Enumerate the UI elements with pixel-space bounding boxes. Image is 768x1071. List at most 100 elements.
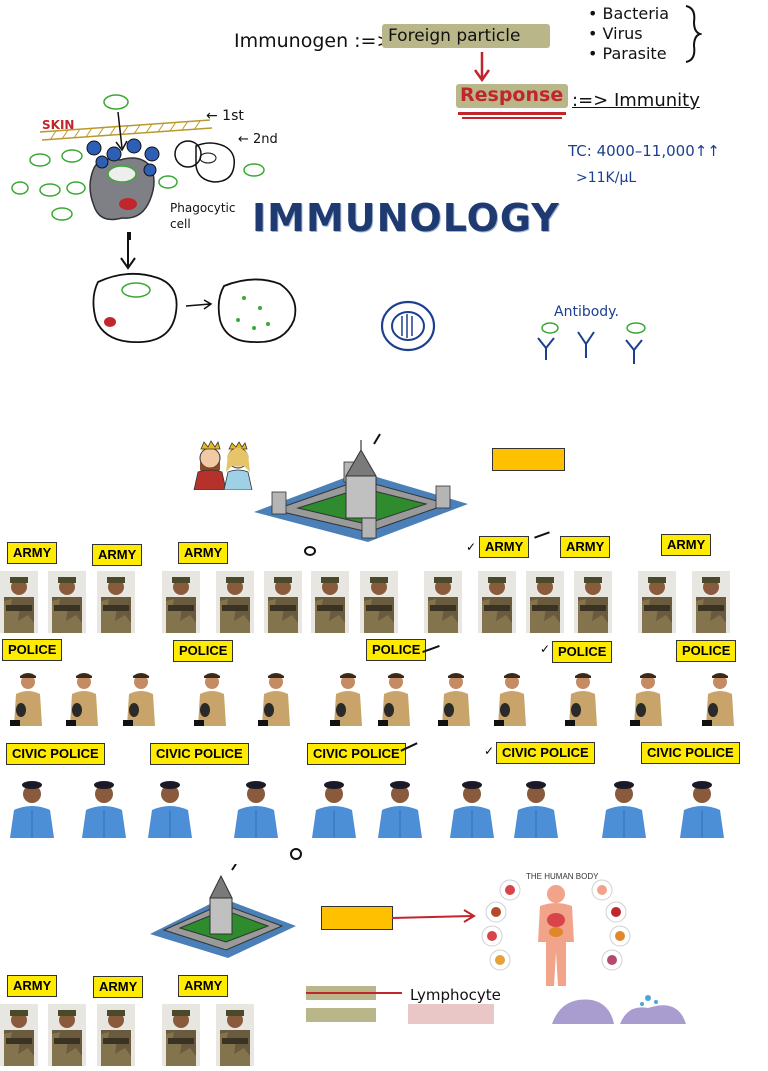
castle-marker-dot [304, 546, 316, 556]
civic-police-tag: CIVIC POLICE [6, 743, 105, 765]
army-tag: ARMY [92, 544, 143, 566]
check-mark: ✓ [466, 540, 477, 554]
civic-police-figure [600, 776, 648, 838]
civic-police-tag: CIVIC POLICE [150, 743, 249, 765]
civic-police-figure [8, 776, 56, 838]
pathogen-list-bacteria: • Bacteria [588, 4, 670, 23]
police-officer-figure [256, 666, 296, 728]
police-tag: POLICE [676, 640, 737, 662]
list-brace [685, 5, 702, 63]
police-tag: POLICE [173, 640, 234, 662]
police-officer-figure [64, 666, 104, 728]
police-officer-figure [328, 666, 368, 728]
soldier-figure [264, 571, 302, 633]
digestion-illustration [92, 272, 297, 343]
army-tag: ARMY [93, 976, 144, 998]
civic-police-figure [678, 776, 726, 838]
soldier-figure [424, 571, 462, 633]
king-queen-illustration [193, 440, 253, 490]
skin-barrier-illustration [11, 94, 265, 240]
civic-police-figure [232, 776, 280, 838]
soldier-figure [0, 571, 38, 633]
soldier-figure [478, 571, 516, 633]
police-tag: POLICE [2, 639, 63, 661]
second-line-label: ← 2nd [238, 132, 278, 147]
civic-police-figure [448, 776, 496, 838]
police-officer-figure [8, 666, 48, 728]
strike-line [306, 992, 402, 994]
foreign-particle-note: Foreign particle [388, 26, 521, 46]
antibody-label: Antibody. [554, 304, 619, 320]
human-body-illustration [481, 879, 631, 986]
soldier-figure [574, 571, 612, 633]
pathogen-list-parasite: • Parasite [588, 44, 667, 63]
civic-police-figure [376, 776, 424, 838]
arrow-to-human-body [392, 909, 476, 923]
soldier-figure [526, 571, 564, 633]
police-officer-figure [700, 666, 740, 728]
soldier-figure [692, 571, 730, 633]
police-officer-figure [563, 666, 603, 728]
army-tag: ARMY [178, 542, 229, 564]
cell-cluster-illustration [552, 995, 686, 1024]
civic-police-figure [80, 776, 128, 838]
immunity-note: :=> Immunity [572, 90, 700, 111]
army-tag: ARMY [7, 542, 58, 564]
soldier-figure [48, 1004, 86, 1066]
police-officer-figure [492, 666, 532, 728]
civic-police-tag: CIVIC POLICE [496, 742, 595, 764]
civic-police-tag: CIVIC POLICE [307, 743, 406, 765]
immunogen-note: Immunogen :=> [234, 30, 393, 52]
army-tag: ARMY [661, 534, 712, 556]
civic-police-figure [310, 776, 358, 838]
fort-castle-illustration [254, 433, 468, 542]
civic-police-figure [512, 776, 560, 838]
police-officer-figure [376, 666, 416, 728]
down-arrow-red [473, 52, 491, 83]
soldier-figure [216, 1004, 254, 1066]
king-role-placeholder-bottom [321, 906, 393, 930]
check-mark: ✓ [540, 642, 551, 656]
soldier-figure [216, 571, 254, 633]
soldier-figure [162, 571, 200, 633]
lymphocyte-circle-illustration [380, 300, 436, 352]
skin-label: SKIN [42, 118, 75, 132]
lymphocyte-label: Lymphocyte [410, 986, 501, 1004]
army-tag: ARMY [479, 536, 530, 558]
soldier-figure [48, 571, 86, 633]
fort-castle-illustration-small [150, 864, 296, 958]
struck-text-highlight-2 [306, 1008, 376, 1022]
pen-mark [534, 531, 550, 539]
army-tag: ARMY [7, 975, 58, 997]
king-role-placeholder-top [492, 448, 565, 471]
soldier-figure [97, 1004, 135, 1066]
police-officer-figure [192, 666, 232, 728]
army-tag: ARMY [178, 975, 229, 997]
police-officer-figure [121, 666, 161, 728]
soldier-figure [0, 1004, 38, 1066]
army-tag: ARMY [560, 536, 611, 558]
police-officer-figure [628, 666, 668, 728]
human-body-diagram: THE HUMAN BODY [470, 868, 640, 988]
phagocytosis-arrow-down [120, 232, 136, 270]
antibody-illustration [537, 322, 646, 364]
response-note: Response [460, 84, 564, 106]
phagocytic-cell-label: Phagocytic cell [170, 201, 236, 231]
response-underline [458, 112, 566, 115]
tc-count-note: TC: 4000–11,000↑↑ [568, 142, 720, 160]
police-officer-figure [436, 666, 476, 728]
page-title: IMMUNOLOGY [252, 196, 560, 240]
section-marker-dot [290, 848, 302, 860]
soldier-figure [638, 571, 676, 633]
first-line-label: ← 1st [206, 108, 244, 124]
pathogen-list-virus: • Virus [588, 24, 643, 43]
civic-police-figure [146, 776, 194, 838]
response-highlight [456, 84, 568, 108]
blood-cells-image [408, 1004, 494, 1024]
soldier-figure [162, 1004, 200, 1066]
soldier-figure [360, 571, 398, 633]
police-tag: POLICE [366, 639, 427, 661]
response-underline-2 [462, 117, 562, 119]
human-body-title: THE HUMAN BODY [526, 872, 599, 881]
tc-unit-note: >11K/μL [576, 170, 637, 186]
